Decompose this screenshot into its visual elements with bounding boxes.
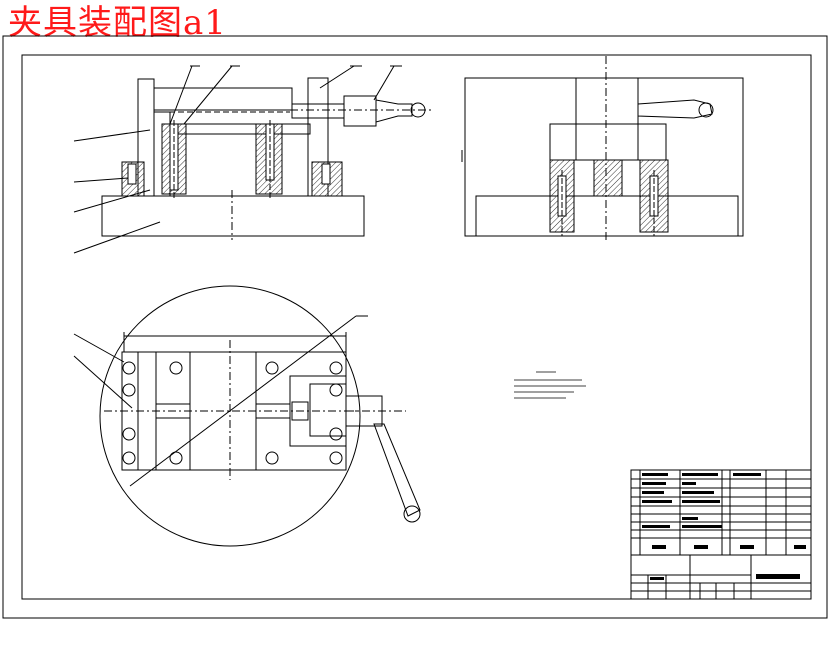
technical-notes: [514, 371, 586, 399]
title-block: [630, 469, 812, 600]
front-view: [73, 65, 432, 254]
top-view: [73, 285, 421, 547]
outer-border: [2, 35, 828, 619]
inner-frame: [21, 54, 812, 600]
title-block-fill: [642, 473, 806, 580]
bolt-holes: [122, 361, 343, 465]
side-view: [461, 56, 744, 240]
drawing-title: 夹具装配图a1: [8, 3, 227, 43]
